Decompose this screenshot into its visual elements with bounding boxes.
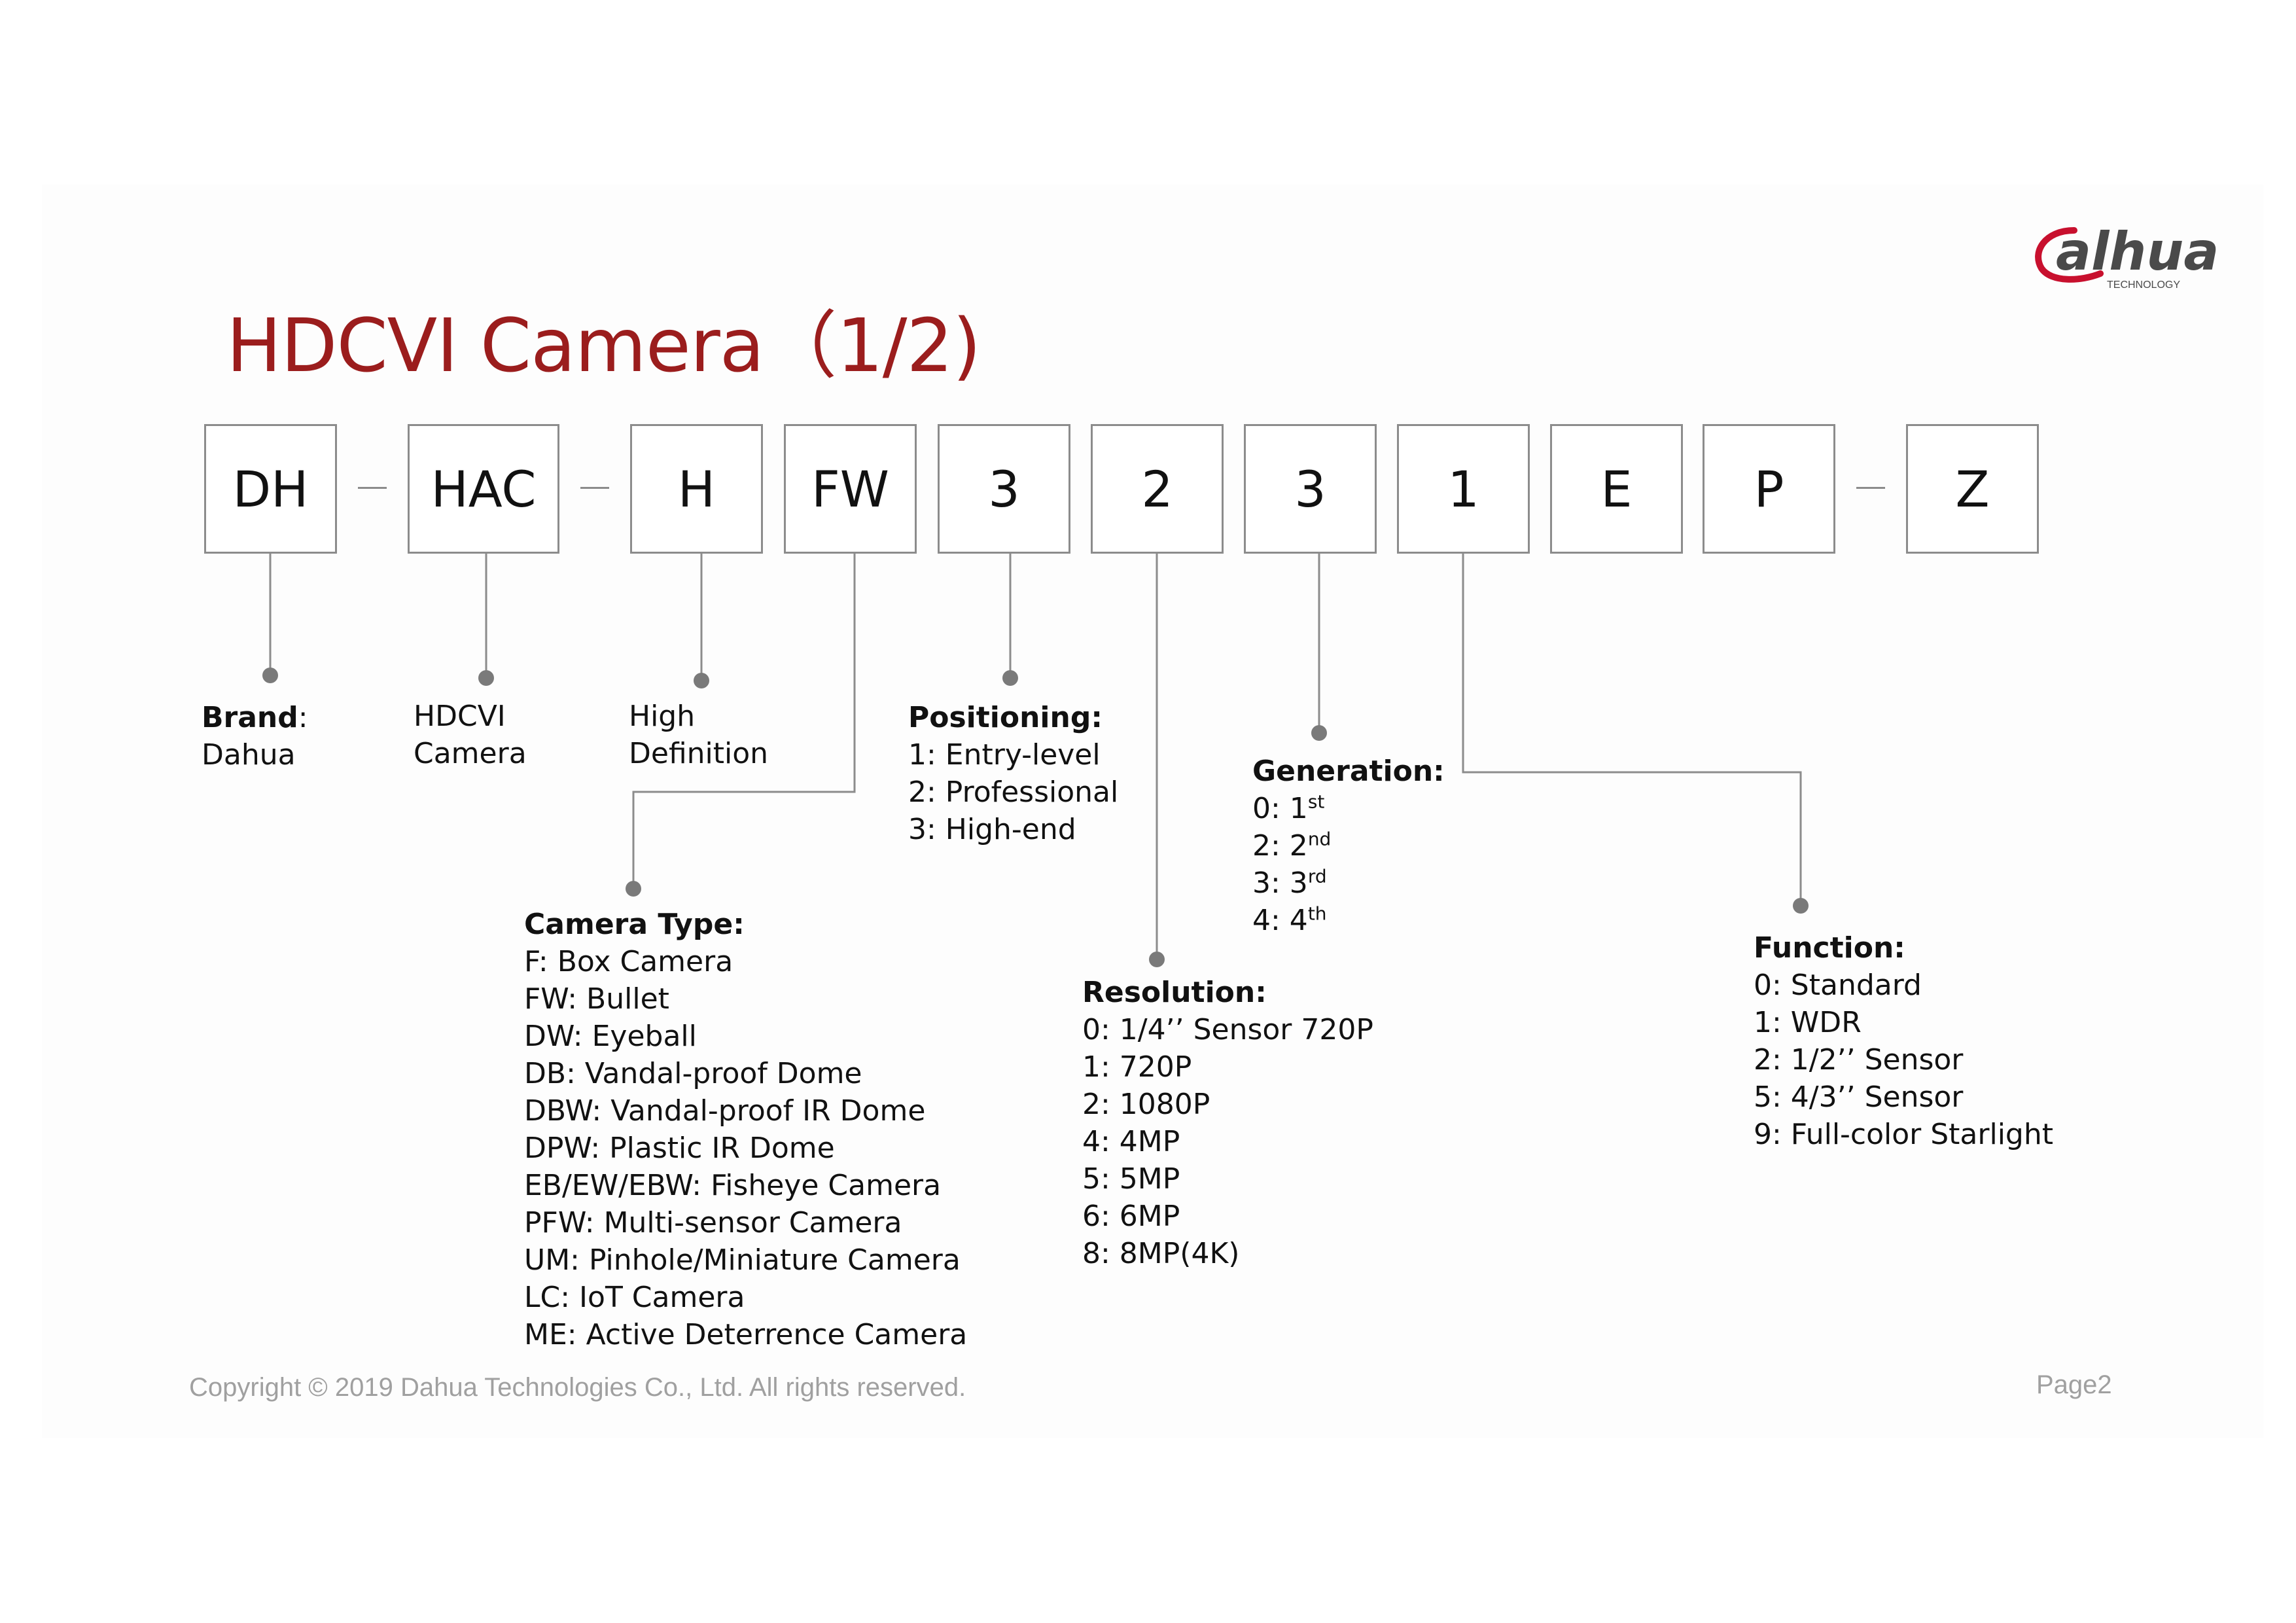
camera-type-item: DBW: Vandal-proof IR Dome — [524, 1094, 926, 1128]
function-item: 5: 4/3’’ Sensor — [1754, 1080, 1964, 1114]
hdcvi-line-2: Camera — [414, 737, 527, 770]
code-box-z: Z — [1906, 424, 2039, 554]
resolution-item: 6: 6MP — [1082, 1200, 1180, 1233]
resolution-item: 8: 8MP(4K) — [1082, 1237, 1240, 1270]
camera-type-description: Camera Type: F: Box Camera FW: Bullet DW… — [524, 906, 967, 1353]
page-number: Page2 — [2036, 1370, 2112, 1399]
code-box-hac: HAC — [408, 424, 559, 554]
dahua-logo: alhua TECHNOLOGY — [2035, 221, 2219, 291]
camera-type-item: DPW: Plastic IR Dome — [524, 1132, 835, 1165]
function-item: 0: Standard — [1754, 969, 1922, 1002]
connector-dot — [478, 670, 494, 686]
code-box-e: E — [1550, 424, 1683, 554]
high-definition-description: High Definition — [629, 698, 768, 772]
generation-item: 3: 3rd — [1252, 865, 1327, 900]
resolution-item: 1: 720P — [1082, 1050, 1192, 1084]
camera-type-item: EB/EW/EBW: Fisheye Camera — [524, 1169, 942, 1202]
resolution-item: 4: 4MP — [1082, 1125, 1180, 1158]
connector-dot — [1149, 952, 1165, 967]
camera-type-item: LC: IoT Camera — [524, 1281, 745, 1314]
positioning-heading: Positioning: — [908, 701, 1103, 734]
logo-tagline: TECHNOLOGY — [2107, 279, 2180, 291]
brand-description: Brand: Dahua — [202, 699, 308, 774]
separator-dash — [358, 487, 387, 489]
code-box-function: 1 — [1397, 424, 1530, 554]
connector-dot — [1311, 725, 1327, 741]
positioning-item: 1: Entry-level — [908, 738, 1101, 772]
camera-type-item: UM: Pinhole/Miniature Camera — [524, 1243, 961, 1277]
camera-type-item: DB: Vandal-proof Dome — [524, 1057, 862, 1090]
camera-type-item: F: Box Camera — [524, 945, 733, 978]
brand-value: Dahua — [202, 738, 296, 772]
high-def-line-1: High — [629, 700, 696, 733]
connector-dot — [694, 673, 709, 688]
camera-type-item: DW: Eyeball — [524, 1020, 697, 1053]
resolution-item: 2: 1080P — [1082, 1088, 1210, 1121]
camera-type-item: FW: Bullet — [524, 982, 669, 1016]
code-box-generation: 3 — [1244, 424, 1377, 554]
connector-dot — [626, 881, 641, 897]
generation-item: 0: 1st — [1252, 791, 1325, 825]
separator-dash — [580, 487, 609, 489]
positioning-description: Positioning: 1: Entry-level 2: Professio… — [908, 699, 1118, 848]
hdcvi-description: HDCVI Camera — [414, 698, 527, 772]
resolution-item: 0: 1/4’’ Sensor 720P — [1082, 1013, 1373, 1046]
brand-label: Brand — [202, 701, 298, 734]
resolution-item: 5: 5MP — [1082, 1162, 1180, 1196]
camera-type-heading: Camera Type: — [524, 908, 745, 941]
hdcvi-line-1: HDCVI — [414, 700, 506, 733]
brand-colon: : — [298, 701, 308, 734]
camera-type-item: PFW: Multi-sensor Camera — [524, 1206, 902, 1240]
generation-item: 4: 4th — [1252, 902, 1327, 937]
connector-dot — [1793, 898, 1809, 914]
positioning-item: 3: High-end — [908, 813, 1076, 846]
connector-dot — [1002, 670, 1018, 686]
page-title: HDCVI Camera（1/2) — [226, 304, 981, 389]
high-def-line-2: Definition — [629, 737, 769, 770]
code-box-resolution: 2 — [1091, 424, 1224, 554]
logo-wordmark: alhua — [2056, 221, 2219, 282]
code-box-dh: DH — [204, 424, 337, 554]
separator-dash — [1856, 487, 1885, 489]
code-box-p: P — [1703, 424, 1835, 554]
function-item: 9: Full-color Starlight — [1754, 1118, 2054, 1151]
function-heading: Function: — [1754, 931, 1905, 965]
generation-item: 2: 2nd — [1252, 828, 1332, 863]
connector-dot — [262, 668, 278, 683]
code-box-h: H — [630, 424, 763, 554]
resolution-heading: Resolution: — [1082, 976, 1267, 1009]
code-box-fw: FW — [784, 424, 917, 554]
generation-description: Generation: 0: 1st 2: 2nd 3: 3rd 4: 4th — [1252, 753, 1445, 939]
positioning-item: 2: Professional — [908, 776, 1119, 809]
code-box-positioning: 3 — [938, 424, 1070, 554]
copyright-footer: Copyright © 2019 Dahua Technologies Co.,… — [189, 1373, 966, 1402]
camera-type-item: ME: Active Deterrence Camera — [524, 1318, 968, 1351]
resolution-description: Resolution: 0: 1/4’’ Sensor 720P 1: 720P… — [1082, 974, 1373, 1272]
function-item: 1: WDR — [1754, 1006, 1862, 1039]
generation-heading: Generation: — [1252, 755, 1445, 788]
function-description: Function: 0: Standard 1: WDR 2: 1/2’’ Se… — [1754, 929, 2053, 1153]
function-item: 2: 1/2’’ Sensor — [1754, 1043, 1964, 1077]
slide-background — [42, 185, 2263, 1438]
